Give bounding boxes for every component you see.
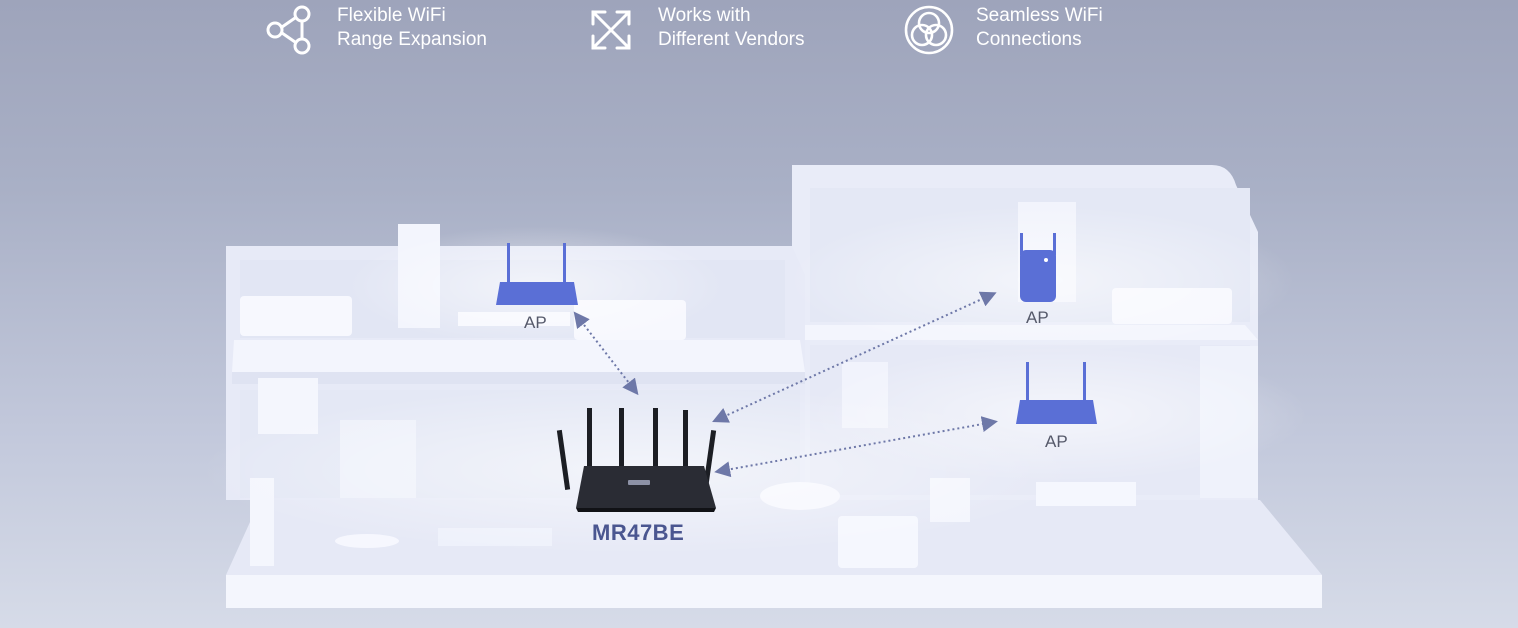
bed-left	[240, 296, 352, 336]
upper-floor-left-edge	[232, 372, 805, 384]
feature-line1: Works with	[658, 5, 751, 26]
ap-router-icon	[496, 243, 578, 305]
feature-line1: Flexible WiFi	[337, 5, 446, 26]
feature-seamless: Seamless WiFi Connections	[903, 4, 1103, 56]
overlapping-circles-icon	[904, 5, 954, 55]
ap-extender-icon	[1020, 233, 1056, 302]
ap-router-icon	[1016, 362, 1097, 424]
feature-label: Works with Different Vendors	[658, 4, 804, 52]
mesh-links	[573, 291, 998, 478]
feature-line1: Seamless WiFi	[976, 5, 1103, 26]
share-nodes-icon	[266, 5, 311, 55]
feature-line2: Different Vendors	[658, 29, 805, 50]
feature-flexible-range: Flexible WiFi Range Expansion	[264, 4, 487, 56]
feature-bar: Flexible WiFi Range Expansion Works with…	[0, 0, 1518, 60]
main-router-label: MR47BE	[592, 520, 685, 545]
ap-label: AP	[1045, 432, 1068, 451]
base-slab-front	[226, 575, 1322, 608]
expand-arrows-icon	[591, 10, 631, 50]
ap-label: AP	[1026, 308, 1049, 327]
feature-line2: Connections	[976, 29, 1082, 50]
upper-floor-left	[232, 340, 805, 372]
feature-label: Seamless WiFi Connections	[976, 4, 1103, 52]
ap-label: AP	[524, 313, 547, 332]
main-router-icon	[556, 408, 717, 512]
feature-vendors: Works with Different Vendors	[585, 4, 804, 56]
feature-label: Flexible WiFi Range Expansion	[337, 4, 487, 52]
link-arrow-ap-mezzanine	[714, 416, 998, 478]
feature-line2: Range Expansion	[337, 29, 487, 50]
